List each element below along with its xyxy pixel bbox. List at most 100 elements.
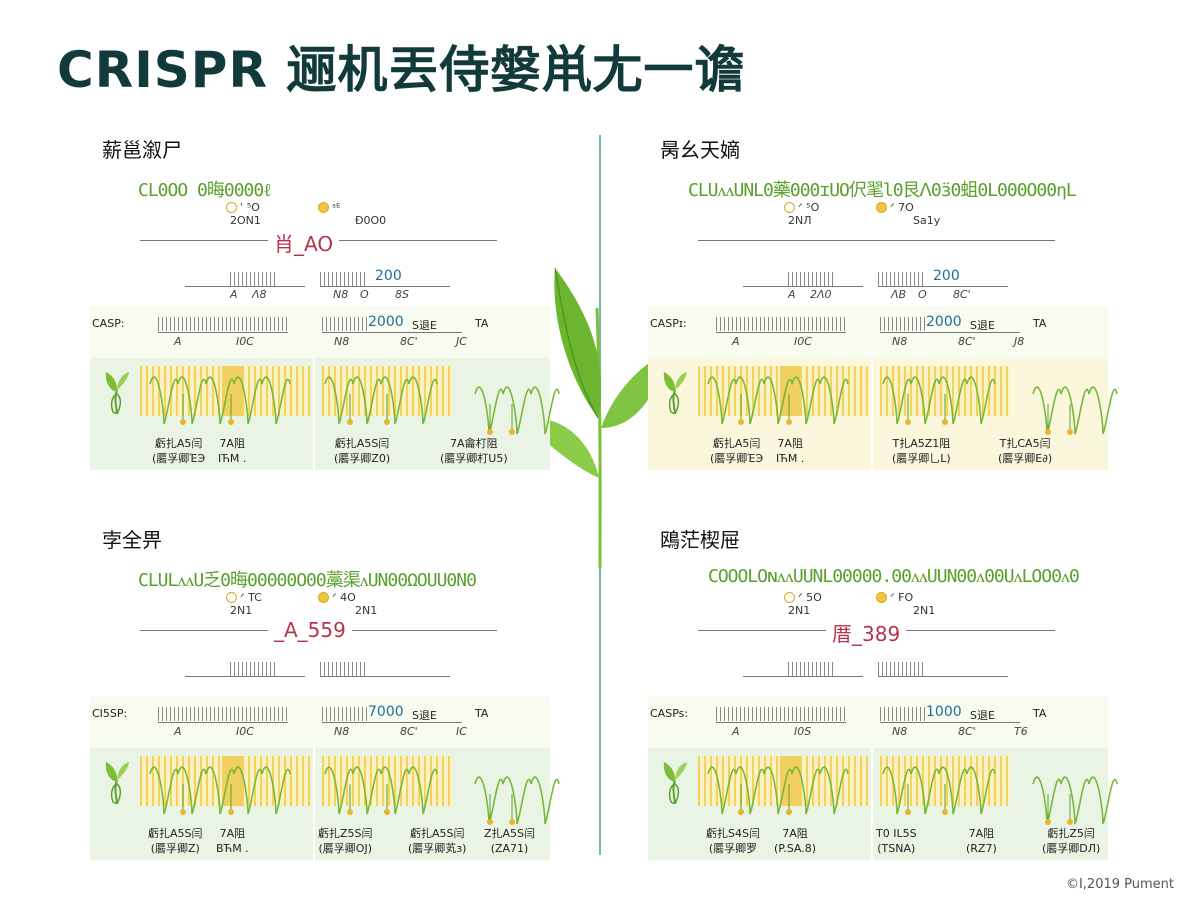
marker-label: ᐟ FO bbox=[890, 591, 914, 604]
ruler-tick: 8S bbox=[395, 288, 409, 301]
caption-line: (厬孚卿罗 bbox=[708, 842, 758, 855]
marker-label: ᐟ 4O bbox=[332, 591, 356, 604]
caption-line: 7A阻 bbox=[219, 827, 246, 840]
casp-value: 2000 bbox=[926, 314, 962, 330]
cell-separator bbox=[871, 748, 873, 860]
caption-line: 虧扎A5S闫 bbox=[334, 437, 390, 450]
ruler-baseline bbox=[320, 676, 450, 677]
casp-value: 1000 bbox=[926, 704, 962, 720]
caption: 虧扎Z5闫(厬孚卿DЛ) bbox=[1042, 826, 1100, 856]
ruler-value: 200 bbox=[375, 268, 402, 284]
caption-line: (厬孚卿Z) bbox=[150, 842, 200, 855]
caption-line: (P.SA.8) bbox=[774, 842, 817, 855]
caption: T扎A5Z1阻(厬孚卿乚L) bbox=[892, 436, 951, 466]
dna-strand-illustration bbox=[324, 376, 438, 425]
casp-tag: TA bbox=[475, 707, 489, 720]
caption-line: (ZA71) bbox=[490, 842, 529, 855]
casp-label: CASPs: bbox=[650, 707, 689, 720]
caption-line: 7A阻 bbox=[782, 827, 808, 840]
dna-sequence: CLUᴧᴧUNL0藥000ɪUO伬毣l0艮ⴷ0ӟ0蛆0L000O00ηL bbox=[688, 180, 1077, 201]
caption-line: IЋM . bbox=[776, 452, 805, 465]
highlight-label: _A_559 bbox=[268, 618, 352, 642]
marker-label: ʾ ⁵O bbox=[240, 201, 260, 214]
casp-baseline bbox=[880, 332, 1020, 333]
casp-ruler bbox=[322, 707, 367, 721]
casp-tick: A bbox=[174, 725, 182, 738]
marker-label: 2N1 bbox=[788, 604, 811, 617]
ruler-baseline bbox=[878, 676, 1008, 677]
marker-dot bbox=[876, 592, 887, 603]
casp-tick: J8 bbox=[1014, 335, 1025, 348]
caption-line: 7A龠朾阻 bbox=[450, 437, 498, 450]
casp-label: CASP: bbox=[92, 317, 125, 330]
ruler-tick: N8 bbox=[333, 288, 349, 301]
casp-tick: I0C bbox=[794, 335, 812, 348]
caption: 7A阻 (RZ7) bbox=[966, 826, 997, 856]
ruler-baseline bbox=[743, 286, 863, 287]
casp-tick: A bbox=[732, 725, 740, 738]
sequence-ruler bbox=[878, 272, 923, 286]
dna-strand-illustration bbox=[707, 376, 849, 425]
marker-dot bbox=[318, 202, 329, 213]
sequence-ruler bbox=[320, 272, 365, 286]
caption-line: (TSNA) bbox=[877, 842, 916, 855]
caption: 7A龠朾阻(厬孚卿朾U5) bbox=[440, 436, 508, 466]
dna-sequence: CLULᴧᴧU乏0晦00000O00藁渠ᴧUN00ΩOUU0N0 bbox=[138, 570, 477, 591]
casp-tick: JC bbox=[456, 335, 467, 348]
marker-label: 2N1 bbox=[355, 604, 378, 617]
casp-label: CASPɪ: bbox=[650, 317, 687, 330]
ruler-baseline bbox=[878, 286, 1008, 287]
casp-ruler bbox=[880, 317, 925, 331]
casp-baseline bbox=[322, 722, 462, 723]
caption-line: (厬孚卿芄ɜ) bbox=[408, 842, 467, 855]
panel-title: 薪邕溆尸 bbox=[102, 138, 182, 162]
caption-line: (厬孚卿乚L) bbox=[892, 452, 951, 465]
ruler-baseline bbox=[743, 676, 863, 677]
dna-strand-illustration bbox=[474, 776, 560, 825]
marker-label: ᐟ 5O bbox=[798, 591, 822, 604]
casp-ruler bbox=[158, 707, 288, 721]
marker-label: ᐟ 7O bbox=[890, 201, 914, 214]
marker-dot bbox=[784, 592, 795, 603]
casp-tick: 8C' bbox=[400, 335, 418, 348]
marker-dot bbox=[318, 592, 329, 603]
dna-strand-illustration bbox=[1032, 386, 1118, 435]
caption-line: (RZ7) bbox=[966, 842, 997, 855]
sequence-ruler bbox=[788, 662, 833, 676]
casp-tick: IC bbox=[456, 725, 467, 738]
caption-line: T0 IL5S bbox=[876, 827, 917, 840]
caption-line: 7A阻 bbox=[777, 437, 803, 450]
casp-baseline bbox=[716, 722, 846, 723]
dna-strand-illustration bbox=[324, 766, 438, 815]
caption-line: 虧扎A5闫 bbox=[712, 437, 761, 450]
casp-baseline bbox=[158, 722, 288, 723]
casp-ruler bbox=[322, 317, 367, 331]
caption-line: 虧扎S4S闫 bbox=[706, 827, 760, 840]
marker-label: 2N1 bbox=[913, 604, 936, 617]
casp-ruler bbox=[716, 317, 846, 331]
panel-title: 鴎茫楔屉 bbox=[660, 528, 740, 552]
casp-baseline bbox=[880, 722, 1020, 723]
seedling-icon bbox=[663, 762, 687, 804]
casp-tag: S退E bbox=[412, 709, 437, 722]
caption: 虧扎A5闫(厬孚卿ΈЭ bbox=[152, 436, 205, 466]
casp-baseline bbox=[322, 332, 462, 333]
caption-line: 7A阻 bbox=[968, 827, 995, 840]
casp-value: 7000 bbox=[368, 704, 404, 720]
casp-baseline bbox=[158, 332, 288, 333]
ruler-baseline bbox=[185, 676, 305, 677]
marker-dot bbox=[784, 202, 795, 213]
marker-dot bbox=[876, 202, 887, 213]
separator-line bbox=[698, 240, 1055, 241]
casp-ruler bbox=[716, 707, 846, 721]
casp-tick: N8 bbox=[334, 335, 350, 348]
dna-strand-illustration bbox=[474, 386, 560, 435]
caption-line: Z扎A5S闫 bbox=[484, 827, 536, 840]
panel-title: 孛全畀 bbox=[102, 528, 162, 552]
sequence-ruler bbox=[788, 272, 833, 286]
caption-line: 虧扎A5S闫 bbox=[148, 827, 203, 840]
